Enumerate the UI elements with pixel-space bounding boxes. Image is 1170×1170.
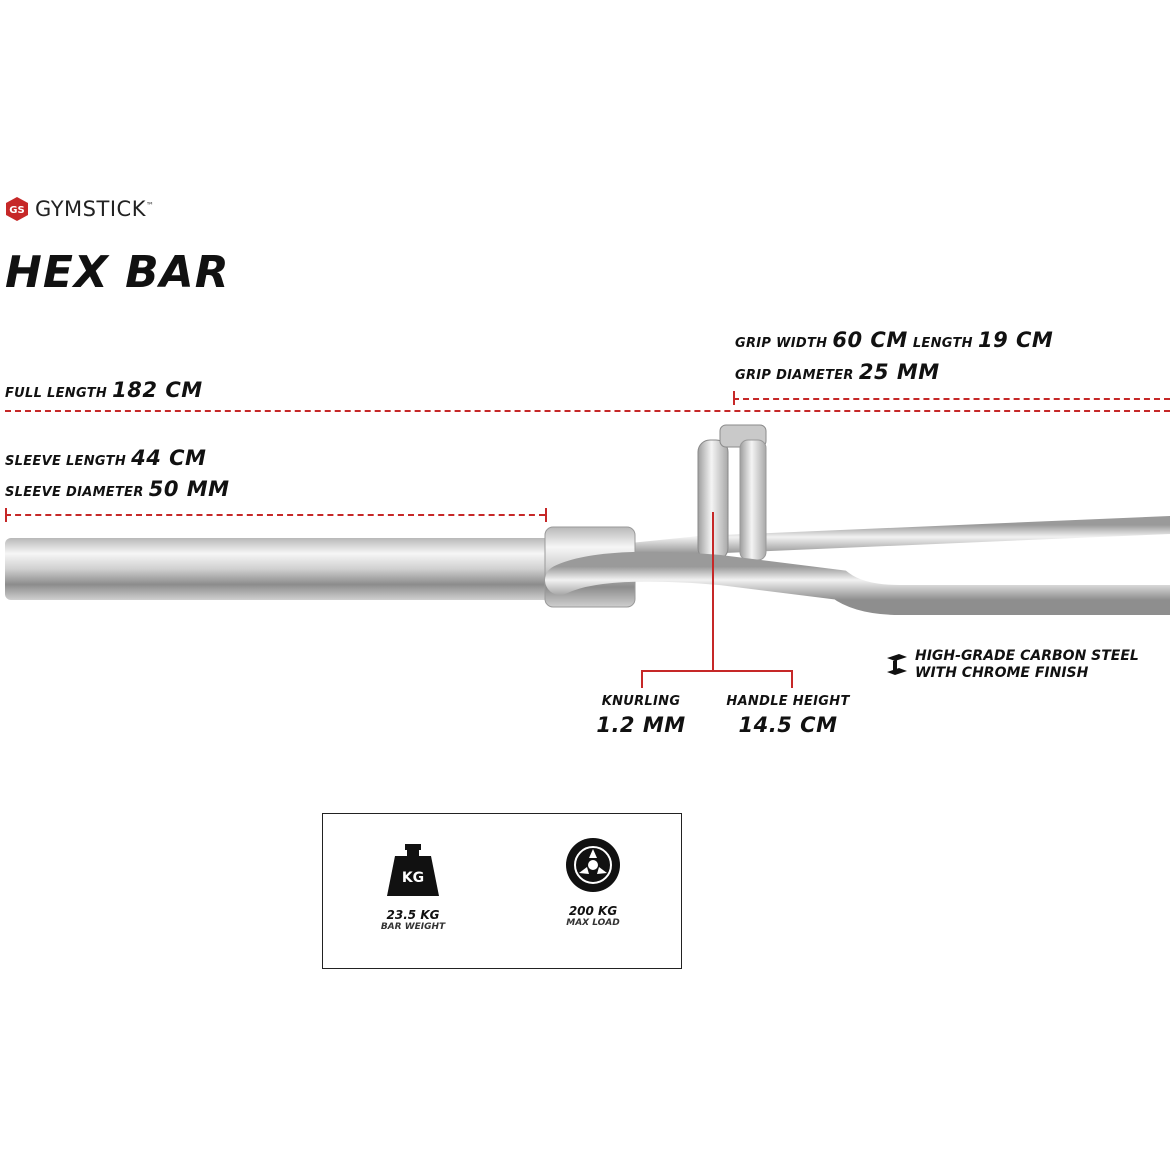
handle-height-value: 14.5 CM [738,713,838,737]
length-label: LENGTH [912,336,973,351]
handle-height-label: HANDLE HEIGHT [726,694,850,709]
bar-weight-caption: BAR WEIGHT [380,922,446,932]
finish-note: HIGH-GRADE CARBON STEEL WITH CHROME FINI… [885,648,1139,682]
full-length-value: 182 CM [112,378,203,402]
handle-callout-horizontal-line [641,670,793,672]
stats-box: KG 23.5 KG BAR WEIGHT 200 KG MAX LOAD [322,813,682,969]
grip-width-value: 60 CM [832,328,908,352]
grip-width-label: GRIP WIDTH [735,336,828,351]
handle-height-callout-tick [791,670,793,688]
bar-weight-stat: KG 23.5 KG BAR WEIGHT [358,840,468,932]
grip-diameter-value: 25 MM [858,360,940,384]
full-length-label: FULL LENGTH [5,386,108,401]
sleeve-length-spec: SLEEVE LENGTH 44 CM [5,446,206,470]
steel-beam-icon [887,654,907,675]
length-value: 19 CM [977,328,1054,352]
finish-line-1: HIGH-GRADE CARBON STEEL [915,648,1139,664]
sleeve-length-value: 44 CM [131,446,207,470]
bar-weight-value: 23.5 KG [386,908,440,922]
kettlebell-weight-icon: KG [387,844,439,896]
handle-height-spec: HANDLE HEIGHT 14.5 CM [718,694,858,737]
kg-icon-text: KG [402,870,424,886]
max-load-value: 200 KG [568,904,618,918]
sleeve-diameter-label: SLEEVE DIAMETER [5,485,144,500]
sleeve-diameter-spec: SLEEVE DIAMETER 50 MM [5,477,230,501]
brand: GS GYMSTICK™ [5,196,154,222]
brand-name: GYMSTICK™ [35,197,155,221]
grip-diameter-spec: GRIP DIAMETER 25 MM [735,360,940,384]
sleeve-diameter-value: 50 MM [148,477,230,501]
sleeve-length-label: SLEEVE LENGTH [5,454,127,469]
max-load-stat: 200 KG MAX LOAD [538,836,648,928]
sleeve-dimension-end-tick [545,508,547,522]
knurling-label: KNURLING [601,694,681,709]
knurling-value: 1.2 MM [596,713,686,737]
grip-width-spec: GRIP WIDTH 60 CM LENGTH 19 CM [735,328,1053,352]
finish-line-2: WITH CHROME FINISH [915,665,1089,681]
grip-dimension-line [733,398,1170,400]
sleeve-dimension-line [5,514,545,516]
grip-diameter-label: GRIP DIAMETER [735,368,854,383]
handle-callout-vertical-line [712,512,714,672]
knurling-callout-tick [641,670,643,688]
page-title: HEX BAR [5,247,230,298]
svg-text:GS: GS [9,205,24,216]
knurling-spec: KNURLING 1.2 MM [581,694,701,737]
max-load-caption: MAX LOAD [566,918,620,928]
full-length-spec: FULL LENGTH 182 CM [5,378,203,402]
weight-plate-icon [566,838,620,892]
gymstick-logo-icon: GS [6,197,28,221]
full-length-dimension-line [5,410,1170,412]
